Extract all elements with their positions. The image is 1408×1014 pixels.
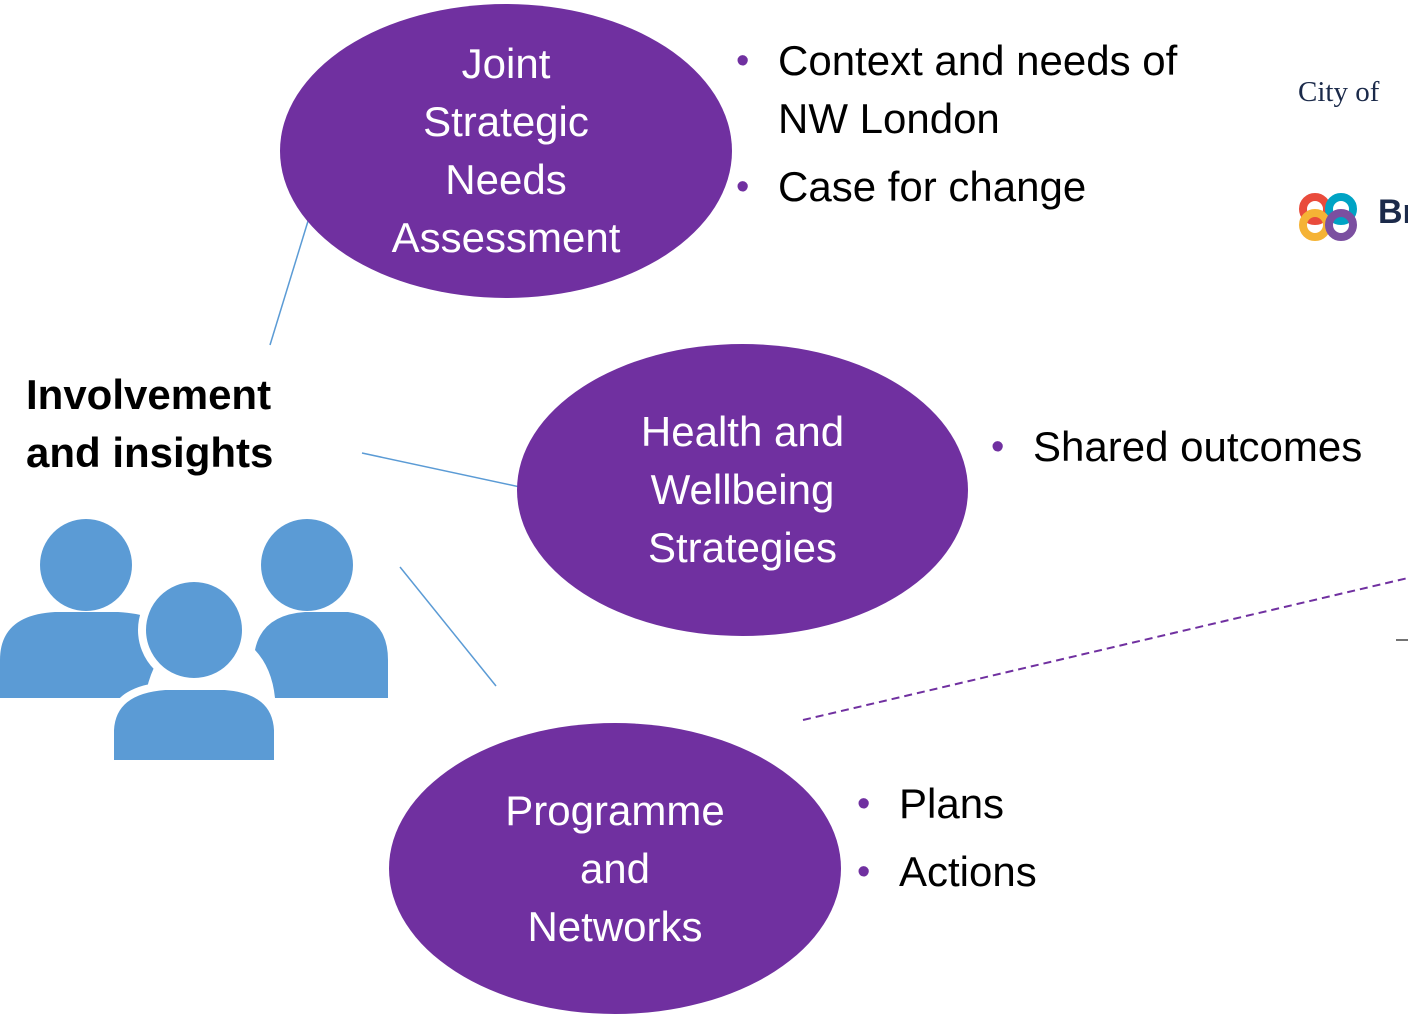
programme-bullets: Plans Actions xyxy=(849,775,1249,911)
programme-ellipse: Programme and Networks xyxy=(389,723,841,1014)
people-group-icon xyxy=(0,519,388,768)
jsna-bullets: Context and needs of NW London Case for … xyxy=(728,32,1198,226)
programme-line-2: and xyxy=(579,844,651,892)
involvement-title-line-1: Involvement xyxy=(26,371,272,418)
bullet-actions: Actions xyxy=(849,843,1249,901)
bullet-plans: Plans xyxy=(849,775,1249,833)
hws-line-1: Health and xyxy=(640,408,845,455)
hws-line-2: Wellbeing xyxy=(650,466,835,513)
person-center-body-icon xyxy=(106,682,282,768)
person-right-body-icon xyxy=(255,612,388,698)
bullet-shared-outcomes: Shared outcomes xyxy=(983,418,1408,476)
person-center-head-icon xyxy=(138,574,250,686)
jsna-ellipse: Joint Strategic Needs Assessment xyxy=(280,4,732,298)
brent-logo-icon xyxy=(1299,193,1357,241)
dashed-link-line xyxy=(802,577,1408,721)
jsna-line-2: Strategic xyxy=(423,98,589,145)
person-left-head-icon xyxy=(40,519,132,611)
jsna-line-4: Assessment xyxy=(391,214,621,261)
person-left-body-icon xyxy=(0,612,172,698)
involvement-title-line-2: and insights xyxy=(26,429,274,476)
programme-line-1: Programme xyxy=(505,786,725,834)
bullet-case-for-change: Case for change xyxy=(728,158,1198,216)
connector-to-programme xyxy=(399,566,497,687)
hws-bullets: Shared outcomes xyxy=(983,418,1408,486)
bullet-context: Context and needs of NW London xyxy=(728,32,1198,148)
programme-line-3: Networks xyxy=(527,902,703,950)
jsna-line-3: Needs xyxy=(445,156,567,203)
connector-to-hws xyxy=(361,452,521,488)
brent-logo-text: Br xyxy=(1378,193,1408,231)
city-of-logo-text: City of xyxy=(1298,76,1380,108)
person-right-head-icon xyxy=(261,519,353,611)
involvement-title: Involvement and insights xyxy=(26,366,273,482)
hws-ellipse: Health and Wellbeing Strategies xyxy=(517,344,968,636)
hws-line-3: Strategies xyxy=(647,524,838,571)
jsna-line-1: Joint xyxy=(461,40,551,87)
